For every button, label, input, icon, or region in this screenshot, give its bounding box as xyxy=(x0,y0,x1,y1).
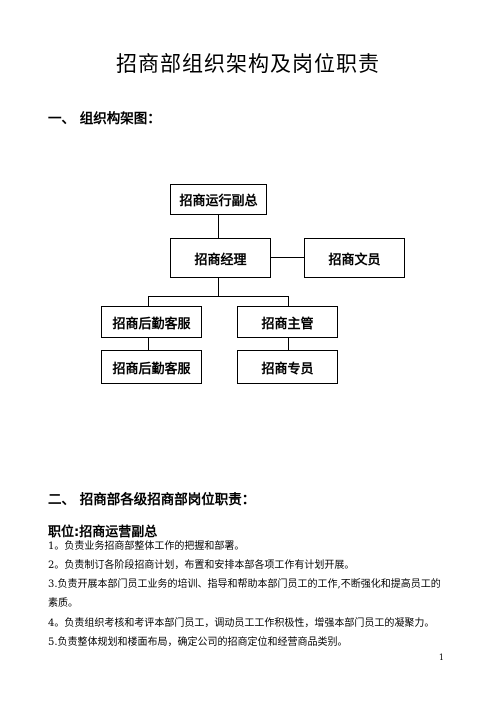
org-node-specialist: 招商专员 xyxy=(237,350,338,384)
section-heading-duties: 二、 招商部各级招商部岗位职责： xyxy=(48,492,256,508)
page-number: 1 xyxy=(438,653,444,662)
duty-item: 4。负责组织考核和考评本部门员工，调动员工工作积极性，增强本部门员工的凝聚力。 xyxy=(48,618,435,629)
connector-manager-clerk xyxy=(271,257,304,258)
position-title: 职位:招商运营副总 xyxy=(48,525,158,540)
connector-vp-manager xyxy=(218,215,219,238)
document-title: 招商部组织架构及岗位职责 xyxy=(116,52,380,76)
connector-branch-right xyxy=(288,296,289,306)
org-node-supervisor: 招商主管 xyxy=(237,306,338,338)
connector-branch-left xyxy=(148,296,149,306)
org-node-manager: 招商经理 xyxy=(170,238,271,278)
duty-item: 5.负责整体规划和楼面布局，确定公司的招商定位和经营商品类别。 xyxy=(48,637,348,648)
duty-item: 1。负责业务招商部整体工作的把握和部署。 xyxy=(48,541,245,552)
connector-supervisor-specialist xyxy=(288,338,289,350)
connector-branch xyxy=(148,296,288,297)
org-node-service-1: 招商后勤客服 xyxy=(101,306,202,338)
section-heading-org-chart: 一、 组织构架图： xyxy=(48,111,161,127)
org-node-clerk: 招商文员 xyxy=(304,238,405,278)
org-node-vp: 招商运行副总 xyxy=(170,184,267,215)
connector-manager-down xyxy=(218,278,219,296)
duty-item: 2。负责制订各阶段招商计划，布置和安排本部各项工作有计划开展。 xyxy=(48,560,355,571)
duty-item: 3.负责开展本部门员工业务的培训、指导和帮助本部门员工的工作,不断强化和提高员工… xyxy=(48,579,441,609)
org-node-service-2: 招商后勤客服 xyxy=(101,350,202,384)
connector-service-chain xyxy=(148,338,149,350)
